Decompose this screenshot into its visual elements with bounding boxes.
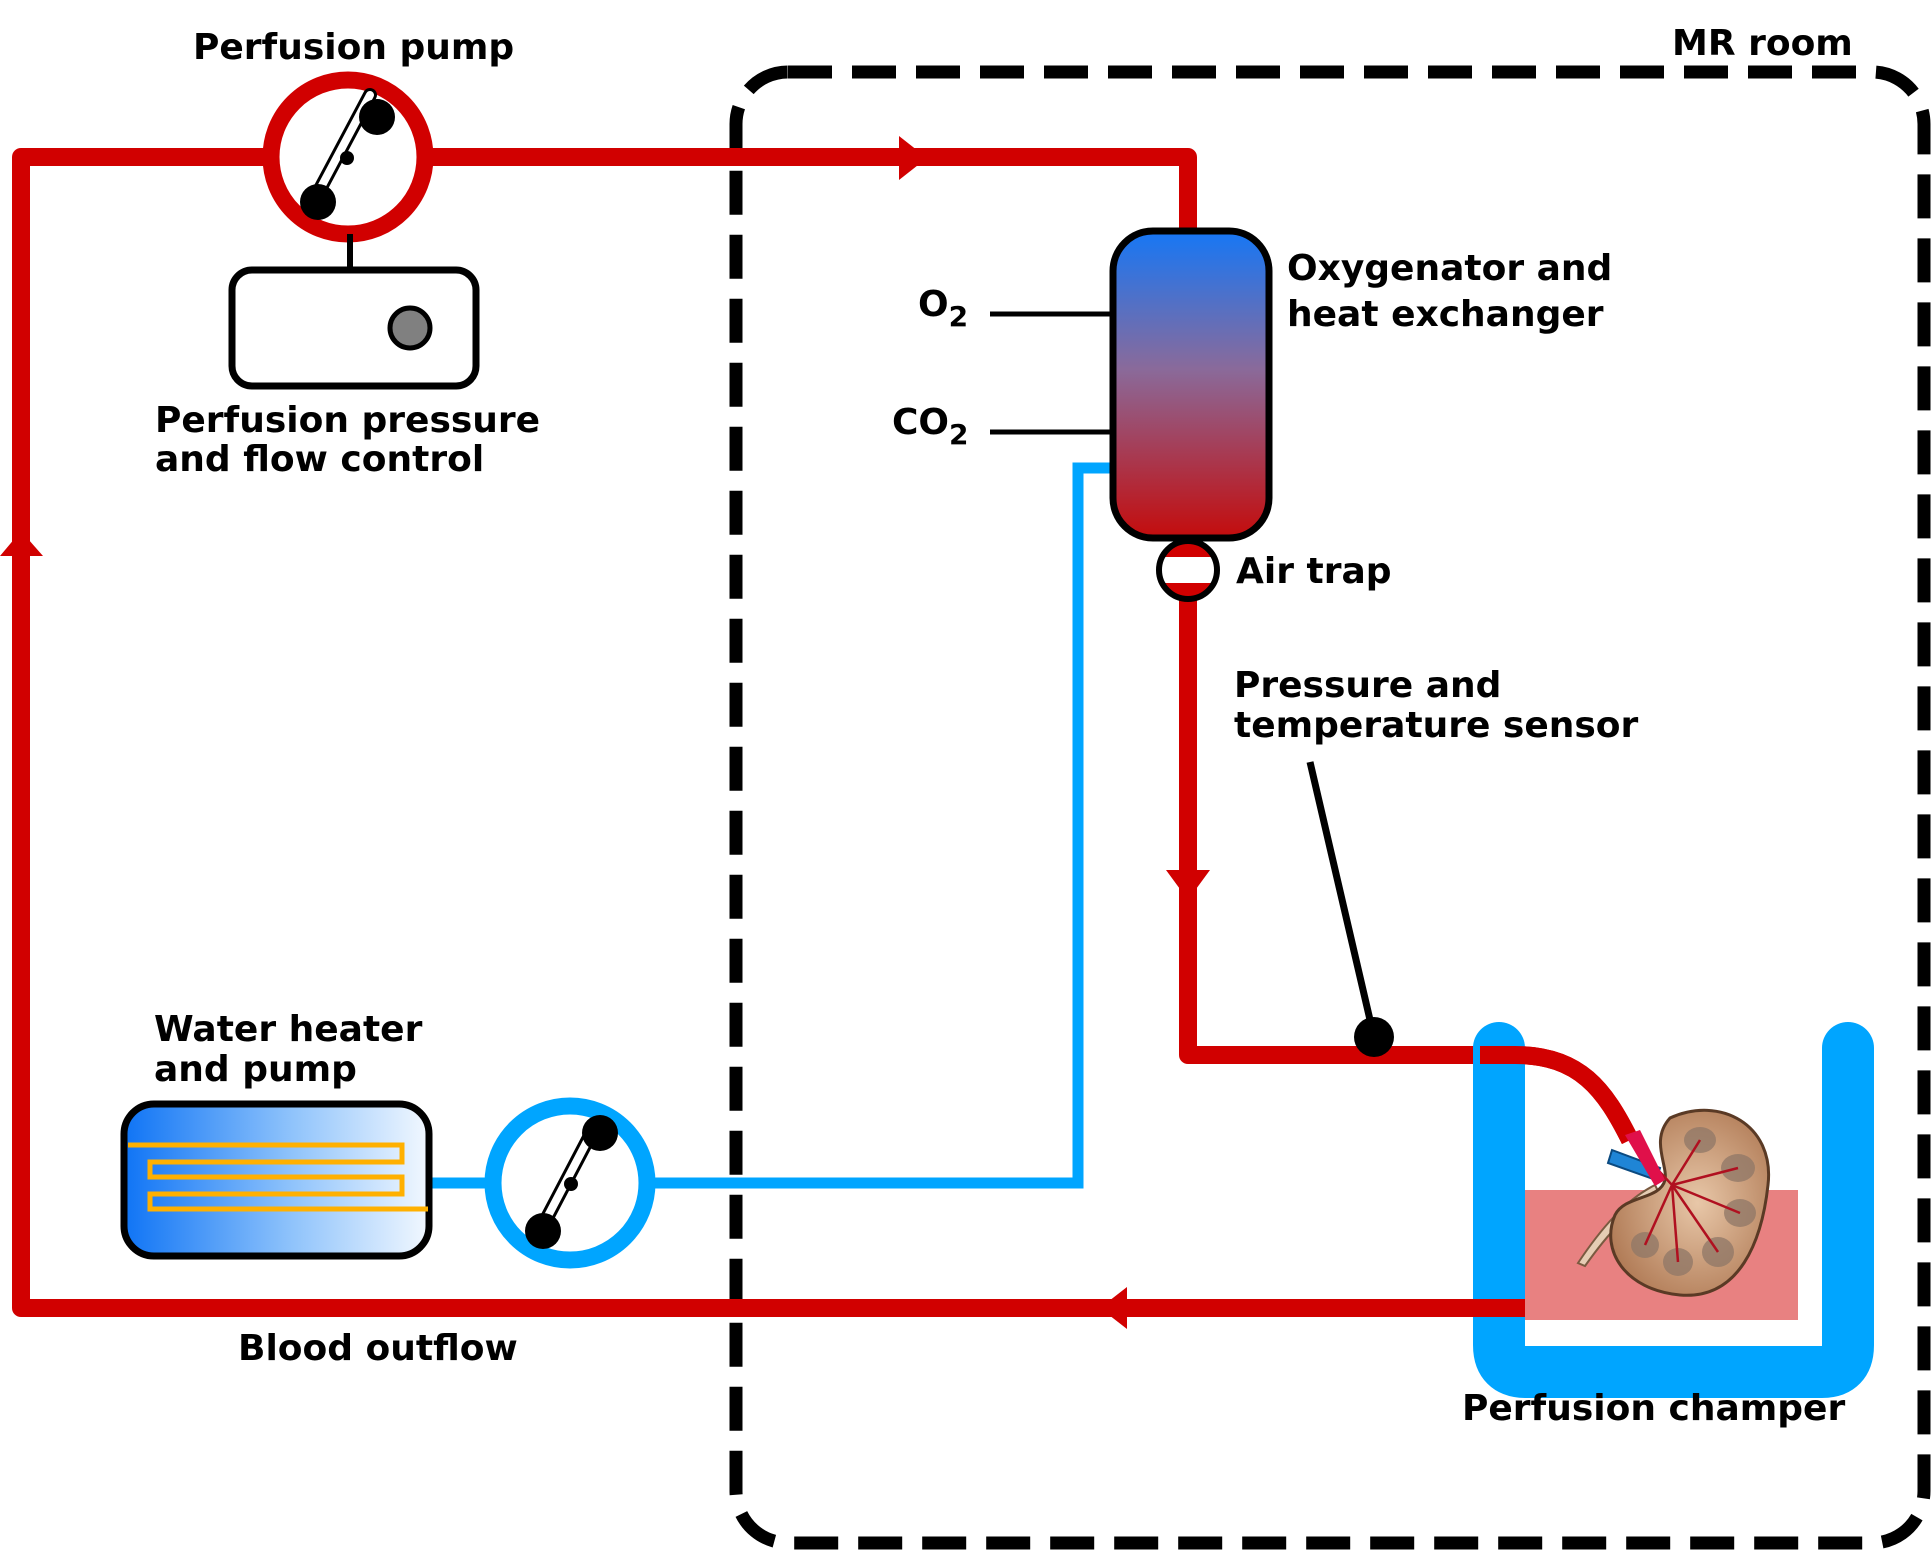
controller-label-line2: and flow control	[155, 439, 484, 480]
flow-arrow-down-icon	[1166, 870, 1210, 900]
oxygenator[interactable]	[1109, 227, 1273, 542]
heater-label-line2: and pump	[154, 1049, 357, 1090]
perfusion-pump-label: Perfusion pump	[193, 27, 514, 68]
flow-controller[interactable]	[228, 266, 480, 390]
control-knob-icon[interactable]	[387, 305, 433, 351]
controller-label-line1: Perfusion pressure	[155, 400, 540, 441]
co2-label: CO2	[892, 402, 969, 451]
heater-coil-icon	[128, 1142, 428, 1212]
heater-label-line1: Water heater	[154, 1009, 423, 1050]
kidney-illustration	[1576, 1108, 1771, 1297]
water-pump[interactable]	[484, 1097, 656, 1269]
flow-arrow-left-icon	[1100, 1287, 1127, 1329]
air-trap-label: Air trap	[1236, 551, 1392, 592]
mr-room-boundary	[729, 65, 1931, 1550]
perfusion-pump[interactable]	[262, 71, 434, 243]
mr-room-label: MR room	[1672, 23, 1853, 64]
water-heater[interactable]	[120, 1100, 433, 1260]
chamber-label: Perfusion champer	[1462, 1388, 1845, 1429]
oxygenator-label-line2: heat exchanger	[1287, 294, 1604, 335]
blood-outflow-label: Blood outflow	[238, 1328, 518, 1369]
sensor-label-line1: Pressure and	[1234, 665, 1501, 706]
flow-arrow-right-icon	[899, 136, 927, 180]
roller-icon	[300, 88, 395, 220]
sensor-label-line2: temperature sensor	[1234, 705, 1639, 746]
air-trap[interactable]	[1155, 538, 1221, 603]
water-circuit	[431, 462, 1111, 1189]
roller-icon	[525, 1115, 618, 1249]
flow-arrow-up-icon	[0, 531, 43, 556]
pressure-temperature-sensor[interactable]	[1354, 1017, 1394, 1057]
oxygenator-label-line1: Oxygenator and	[1287, 248, 1612, 289]
o2-label: O2	[918, 284, 968, 333]
